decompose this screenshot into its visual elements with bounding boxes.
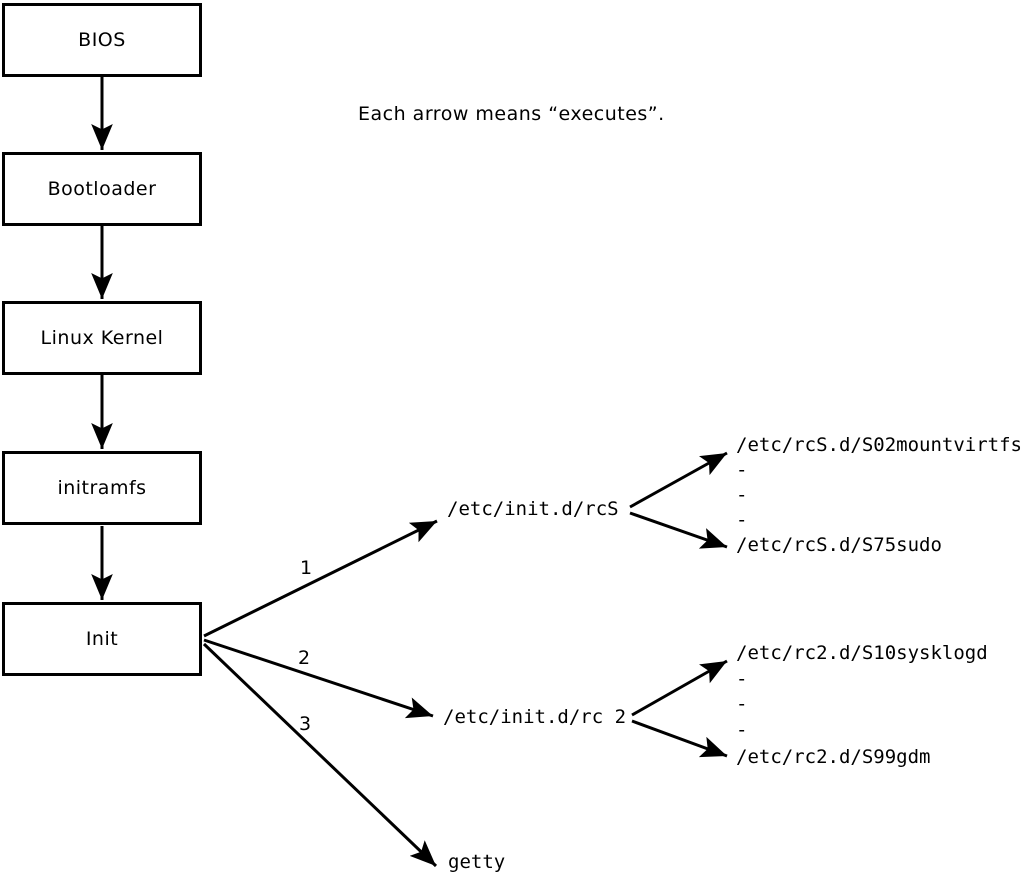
arrow-rc2-to-S10sysklogd [631,659,728,717]
node-initramfs-label: initramfs [57,477,147,499]
arrow-label-2: 2 [298,647,311,669]
rcS-child-S75sudo: /etc/rcS.d/S75sudo [736,534,942,556]
target-etc-init-d-rc2: /etc/init.d/rc 2 [443,706,627,728]
rcS-child-S02mountvirtfs: /etc/rcS.d/S02mountvirtfs [736,434,1022,456]
target-getty: getty [448,851,506,873]
rc2-child-ellipsis-1: - [736,668,748,690]
arrow-rcS-to-S02mountvirtfs [629,451,728,509]
legend-note: Each arrow means “executes”. [358,103,665,125]
rc2-child-S99gdm: /etc/rc2.d/S99gdm [736,746,931,768]
rcS-child-ellipsis-2: - [736,484,748,506]
node-bootloader-label: Bootloader [47,178,157,200]
target-etc-init-d-rcS: /etc/init.d/rcS [447,498,619,520]
arrow-init-to-rc2 [203,638,434,719]
node-init: Init [2,602,202,676]
rcS-child-ellipsis-1: - [736,459,748,481]
arrow-rcS-to-S75sudo [629,511,728,549]
node-bios: BIOS [2,3,202,77]
arrow-init-to-rcS [203,519,438,638]
rcS-child-ellipsis-3: - [736,509,748,531]
arrow-rc2-to-S99gdm [631,719,728,758]
arrow-label-1: 1 [300,557,313,579]
node-linux-kernel: Linux Kernel [2,301,202,375]
rc2-child-S10sysklogd: /etc/rc2.d/S10sysklogd [736,642,988,664]
node-init-label: Init [85,628,119,650]
node-initramfs: initramfs [2,451,202,525]
node-bios-label: BIOS [78,29,126,51]
rc2-child-ellipsis-3: - [736,719,748,741]
rc2-child-ellipsis-2: - [736,693,748,715]
node-bootloader: Bootloader [2,152,202,226]
node-linux-kernel-label: Linux Kernel [40,327,164,349]
arrow-init-to-getty [202,642,438,868]
arrow-label-3: 3 [299,713,312,735]
